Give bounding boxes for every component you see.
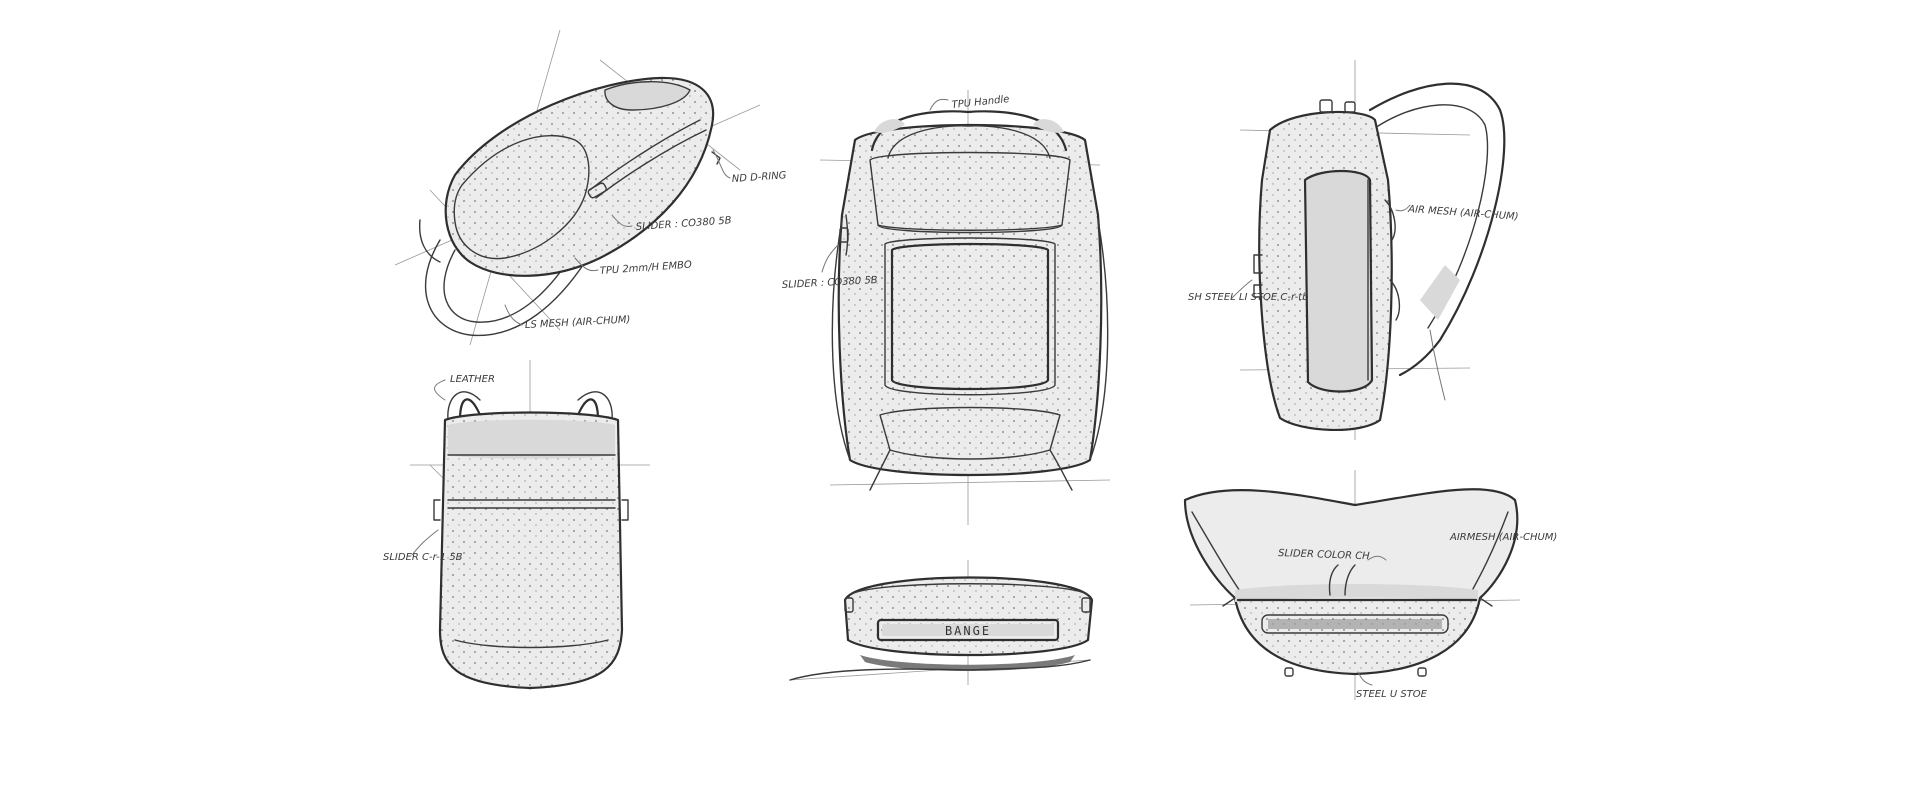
front-view: TPU Handle SLIDER : CO380 5B	[782, 90, 1111, 525]
note-d-ring: ND D-RING	[731, 170, 787, 185]
note-back-slider: SLIDER C-r-1 5B	[383, 552, 463, 563]
three-quarter-view: ND D-RING SLIDER : CO380 5B TPU 2mm/H EM…	[394, 29, 787, 346]
bottom-view: SLIDER COLOR CH AIRMESH (AIR-CHUM) STEEL…	[1183, 470, 1557, 700]
note-front-slider: SLIDER : CO380 5B	[782, 275, 878, 291]
note-steel-u-stoe: STEEL U STOE	[1356, 689, 1428, 700]
note-air-mesh: AIR MESH (AIR-CHUM)	[1407, 204, 1519, 223]
note-slider-color: SLIDER COLOR CH	[1278, 548, 1370, 562]
brand-badge: BANGE	[945, 624, 991, 638]
note-tpu-embo: TPU 2mm/H EMBO	[599, 260, 692, 277]
note-leather: LEATHER	[450, 374, 495, 385]
side-view: AIR MESH (AIR-CHUM) SH STEEL LI STOE C-r…	[1188, 60, 1519, 440]
note-steel-stoe: SH STEEL LI STOE C-r-tb	[1188, 292, 1308, 303]
note-mesh: LS MESH (AIR-CHUM)	[525, 314, 631, 331]
back-view: LEATHER SLIDER C-r-1 5B	[383, 360, 650, 690]
note-airmesh: AIRMESH (AIR-CHUM)	[1449, 532, 1557, 543]
top-view: BANGE	[789, 560, 1094, 685]
note-tpu-handle: TPU Handle	[951, 94, 1010, 111]
